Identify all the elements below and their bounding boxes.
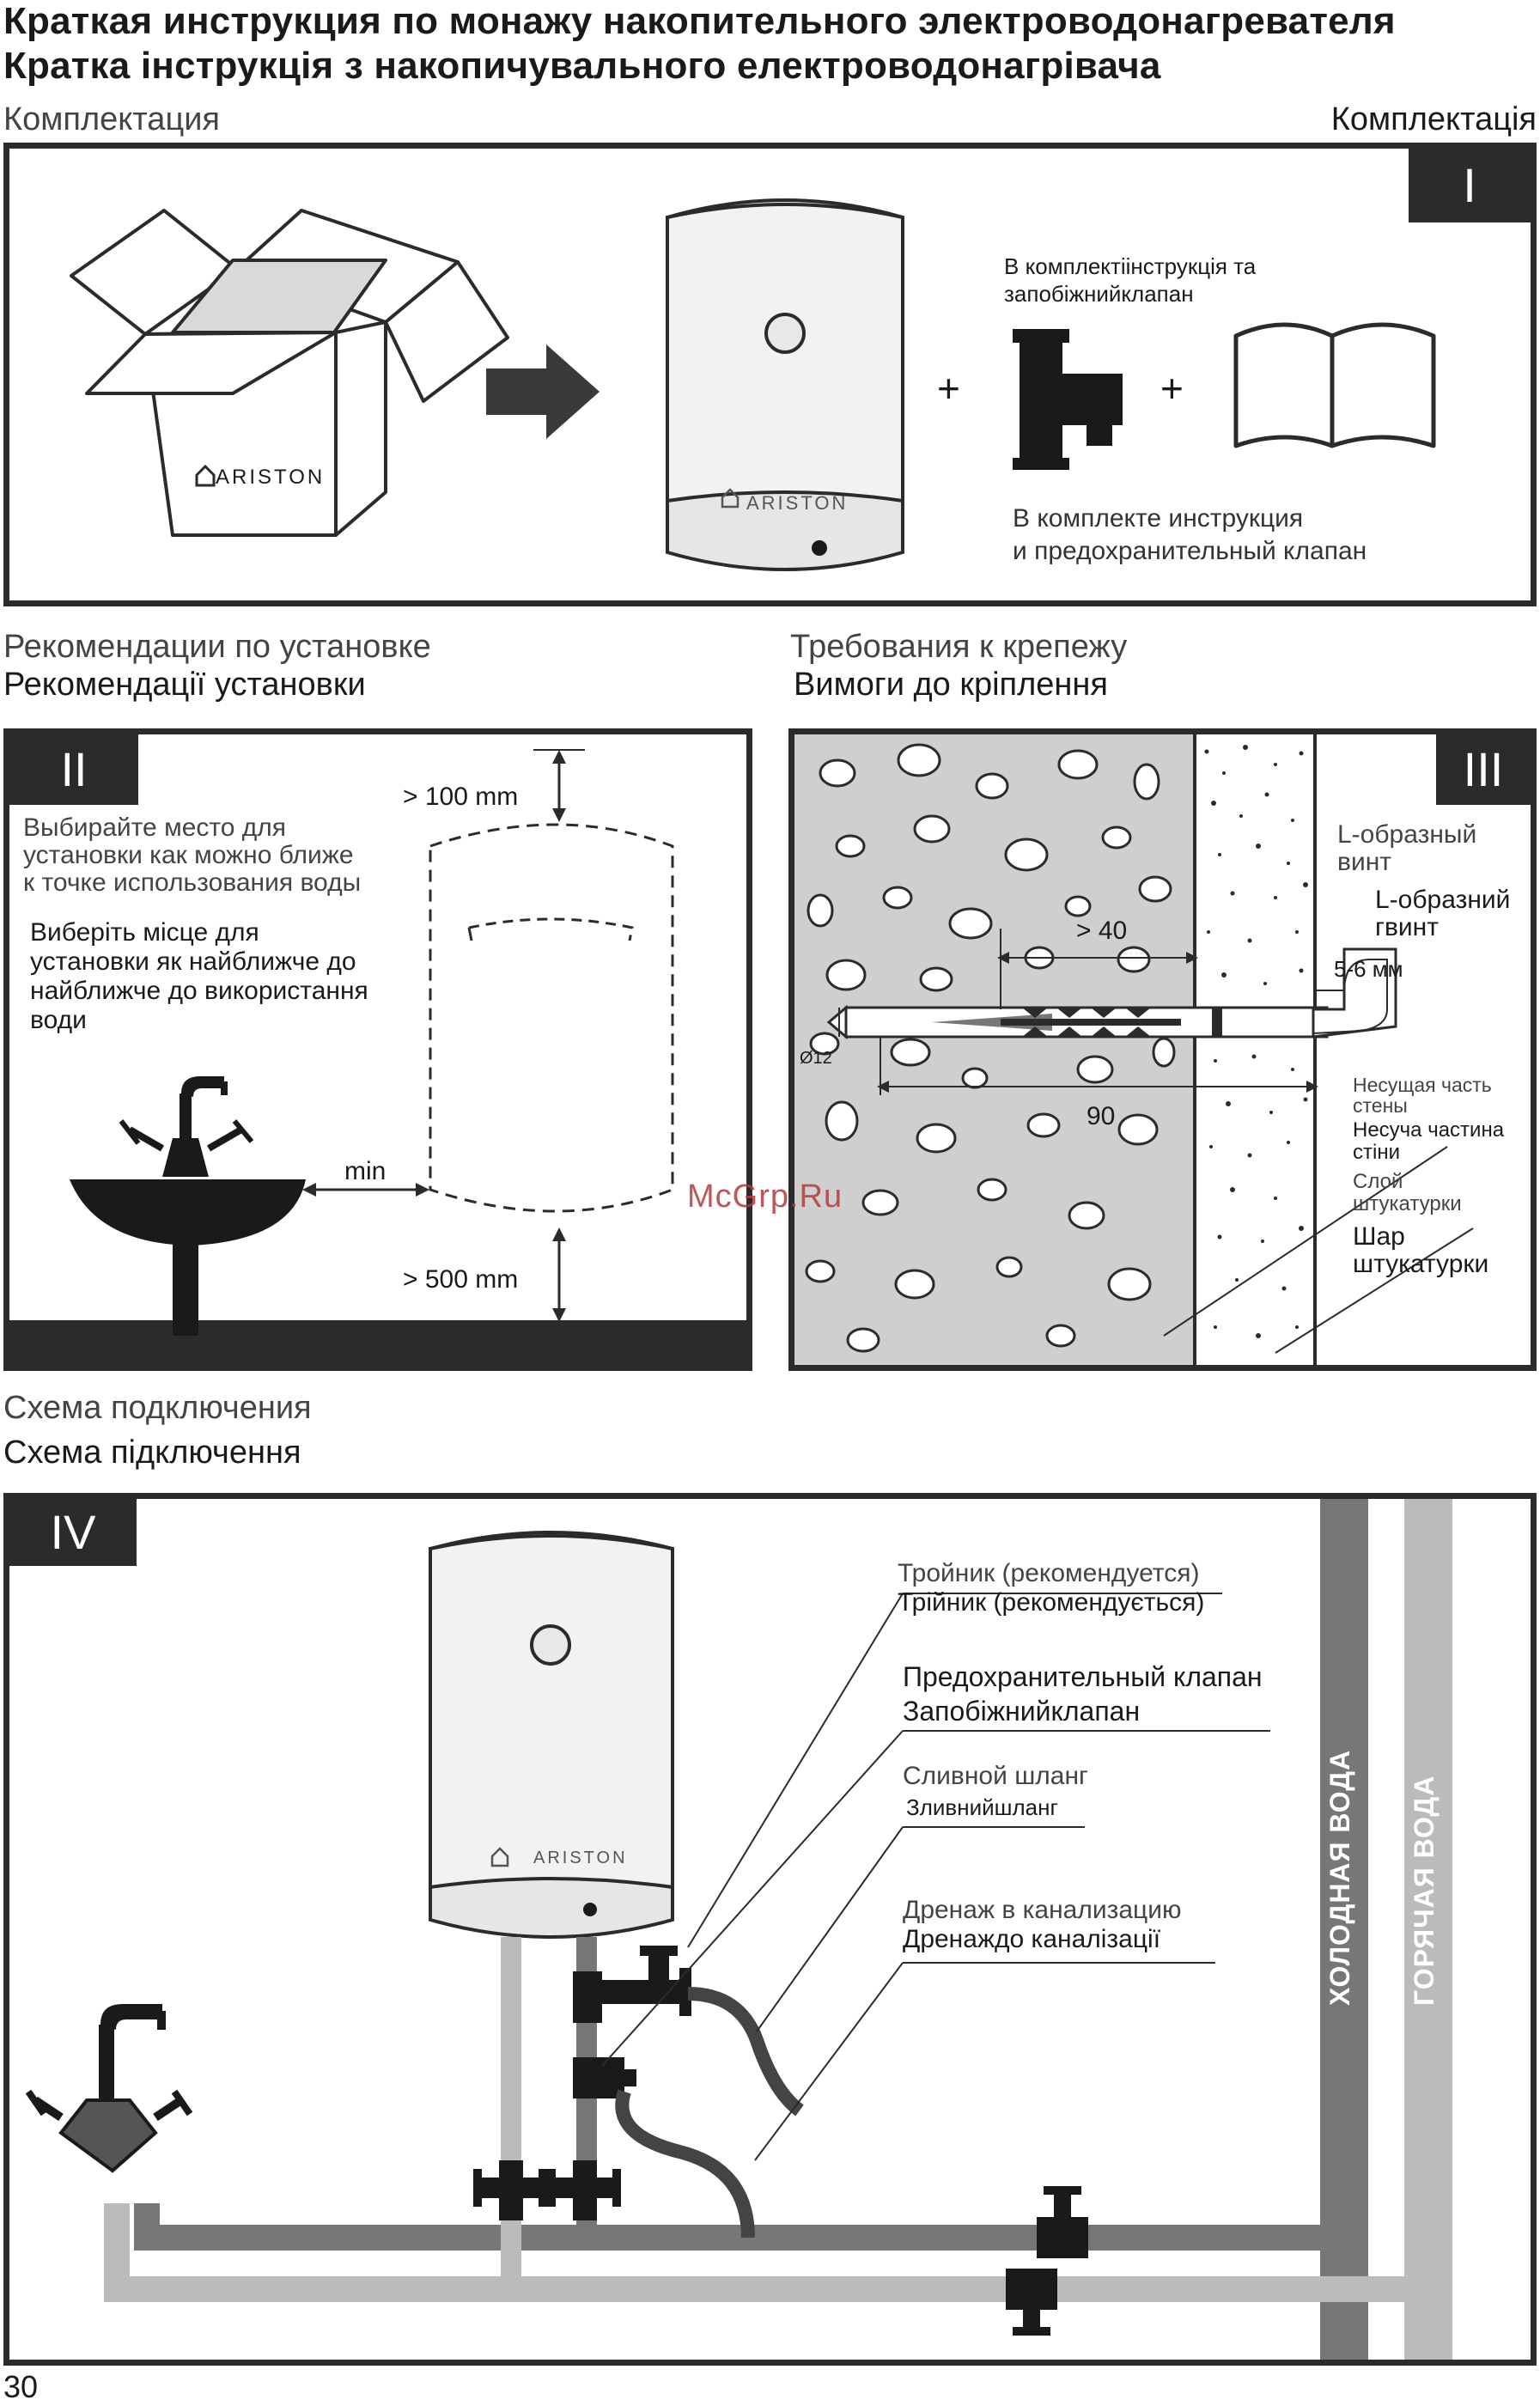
screw-ua-1: L-образний xyxy=(1375,886,1511,914)
cold-water-label: ХОЛОДНАЯ ВОДА xyxy=(1324,1749,1355,2006)
instruction-book-icon xyxy=(1233,322,1436,448)
title-ua: Кратка інструкція з накопичувального еле… xyxy=(3,45,1161,87)
drain-label-ua: Дренаждо каналізації xyxy=(903,1925,1161,1953)
tab-1: I xyxy=(1409,149,1531,222)
plus-sign-1: + xyxy=(937,366,960,411)
section4-label-ua: Схема підключення xyxy=(3,1434,301,1471)
tab-3: III xyxy=(1436,734,1531,805)
watermark: McGrp.Ru xyxy=(687,1179,843,1215)
valve-label-ru: Предохранительный клапан xyxy=(903,1661,1263,1692)
heater-brand-text: ARISTON xyxy=(746,492,849,514)
tee-label-ru: Тройник (рекомендуется) xyxy=(898,1559,1200,1587)
page-number: 30 xyxy=(3,2369,39,2404)
plaster-ua-2: штукатурки xyxy=(1353,1250,1489,1278)
section1-label-ru: Комплектация xyxy=(3,101,221,137)
section3-label-ru: Требования к крепежу xyxy=(790,629,1128,665)
hot-water-label: ГОРЯЧАЯ ВОДА xyxy=(1409,1775,1440,2006)
section2-label-ua: Рекомендації установки xyxy=(3,667,366,703)
install-ru-1: Выбирайте место для xyxy=(23,813,287,842)
kit-note-ua-2: запобіжнийклапан xyxy=(1004,281,1194,307)
mounting-diagram xyxy=(794,734,1474,1365)
wall-ru-1: Несущая часть xyxy=(1353,1074,1492,1096)
hose-label-ru: Сливной шланг xyxy=(903,1762,1088,1790)
scheme-heater-brand: ARISTON xyxy=(533,1849,628,1867)
screw-ua-2: гвинт xyxy=(1375,913,1439,941)
install-diagram xyxy=(70,749,674,1336)
floor-bar xyxy=(9,1320,746,1365)
arrow-right-icon xyxy=(486,344,600,439)
panel-mounting: III xyxy=(788,728,1537,1371)
hose-label-ua: Зливнийшланг xyxy=(906,1794,1058,1820)
water-heater-illustration xyxy=(666,198,904,571)
wall-ua-1: Несуча частина xyxy=(1353,1118,1505,1142)
install-ua-3: найближче до використання xyxy=(30,977,368,1005)
box-brand-text: ARISTON xyxy=(216,466,326,489)
dim-length: 90 xyxy=(1087,1102,1116,1130)
plus-sign-2: + xyxy=(1160,366,1184,411)
install-ru-2: установки как можно ближе xyxy=(23,841,354,869)
tee-label-ua: Трійник (рекомендується) xyxy=(898,1588,1205,1617)
wall-ru-2: стены xyxy=(1353,1094,1408,1117)
section4-label-ru: Схема подключения xyxy=(3,1390,312,1426)
title-ru: Краткая инструкция по монажу накопительн… xyxy=(3,0,1396,42)
screw-ru-1: L-образный xyxy=(1337,820,1477,849)
kit-note-ua-1: В комплектіінструкція та xyxy=(1004,253,1257,279)
install-ua-1: Виберіть місце для xyxy=(30,918,259,947)
connection-diagram xyxy=(25,1499,1452,2360)
wall-ua-2: стіни xyxy=(1353,1141,1400,1164)
section3-label-ua: Вимоги до кріплення xyxy=(794,667,1108,703)
plaster-ua-1: Шар xyxy=(1353,1222,1405,1251)
panel-kit: I ARISTON ARISTON + xyxy=(3,143,1537,606)
panel-install-recommendations: II Выбирайте место для установки как мож… xyxy=(3,728,752,1371)
panel-connection-scheme: IV xyxy=(3,1493,1537,2366)
dim-min: min xyxy=(344,1157,387,1185)
kit-note-ru-2: и предохранительный клапан xyxy=(1013,537,1367,565)
valve-label-ua: Запобіжнийклапан xyxy=(903,1696,1141,1727)
plaster-ru-1: Слой xyxy=(1353,1170,1403,1193)
dim-top: > 100 mm xyxy=(403,783,519,811)
dim-bottom: > 500 mm xyxy=(403,1265,519,1294)
tab-4: IV xyxy=(9,1499,137,1566)
install-ua-2: установки як найближче до xyxy=(30,947,356,976)
safety-valve-icon xyxy=(1013,329,1123,470)
kit-note-ru-1: В комплекте инструкция xyxy=(1013,504,1304,533)
install-ua-4: води xyxy=(30,1006,87,1034)
dim-depth: > 40 xyxy=(1076,917,1128,945)
box-illustration xyxy=(70,209,509,537)
tab-2: II xyxy=(9,734,138,805)
box-logo xyxy=(195,464,216,487)
install-ru-3: к точке использования воды xyxy=(23,868,362,897)
dim-gap: 5-6 мм xyxy=(1334,956,1403,982)
plaster-ru-2: штукатурки xyxy=(1353,1192,1462,1215)
dim-diameter: Ø12 xyxy=(800,1049,832,1068)
section2-label-ru: Рекомендации по установке xyxy=(3,629,431,665)
drain-label-ru: Дренаж в канализацию xyxy=(903,1896,1182,1924)
screw-ru-2: винт xyxy=(1337,848,1392,876)
section1-label-ua: Комплектація xyxy=(1330,101,1537,137)
